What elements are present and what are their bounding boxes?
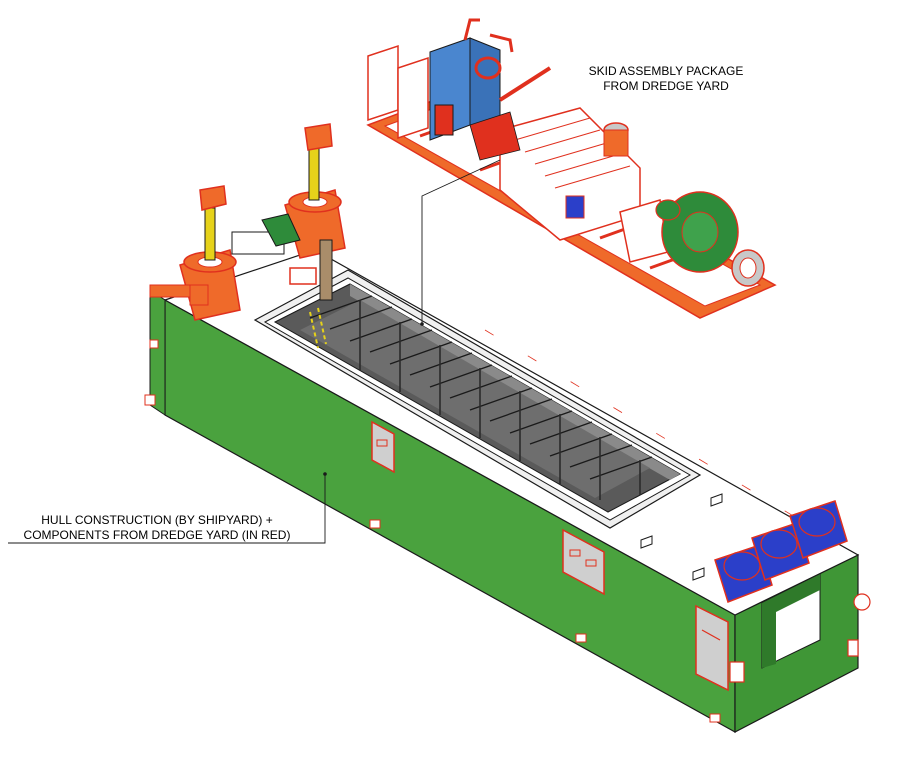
side-door-1 <box>371 420 395 474</box>
hull-notches <box>144 339 721 723</box>
hull-leader-line <box>8 474 326 544</box>
winch-3 <box>789 500 848 559</box>
hose-reel-bracket <box>231 213 317 285</box>
hold-ladder <box>309 307 327 349</box>
hull-construction-label: HULL CONSTRUCTION (BY SHIPYARD) + COMPON… <box>2 513 312 543</box>
hold-stiffeners <box>359 300 641 500</box>
end-fittings <box>729 593 871 683</box>
spud-carrier-right <box>284 123 346 301</box>
winch-1 <box>714 544 773 603</box>
deck-fittings <box>640 493 723 581</box>
winches <box>714 500 871 683</box>
skid-assembly-label: SKID ASSEMBLY PACKAGE FROM DREDGE YARD <box>566 64 766 94</box>
winch-2 <box>751 522 810 581</box>
hold-far-wall <box>350 284 680 480</box>
spud-carrier-left <box>149 185 241 321</box>
electrical-cabinet-white-2 <box>397 56 429 140</box>
electrical-cabinet-white-1 <box>367 44 399 122</box>
skid-label-line2: FROM DREDGE YARD <box>603 79 729 93</box>
hull-label-line1: HULL CONSTRUCTION (BY SHIPYARD) + <box>41 513 273 527</box>
skid-assembly <box>366 18 777 319</box>
side-door-2 <box>562 528 605 596</box>
hold-floor <box>300 300 650 498</box>
hull-end-opening-shadow <box>762 574 820 668</box>
hull <box>144 249 860 734</box>
skid-leader-line <box>421 159 501 324</box>
hull-label-line2: COMPONENTS FROM DREDGE YARD (IN RED) <box>23 528 291 542</box>
side-door-3 <box>695 604 729 692</box>
skid-label-line1: SKID ASSEMBLY PACKAGE <box>588 64 744 78</box>
